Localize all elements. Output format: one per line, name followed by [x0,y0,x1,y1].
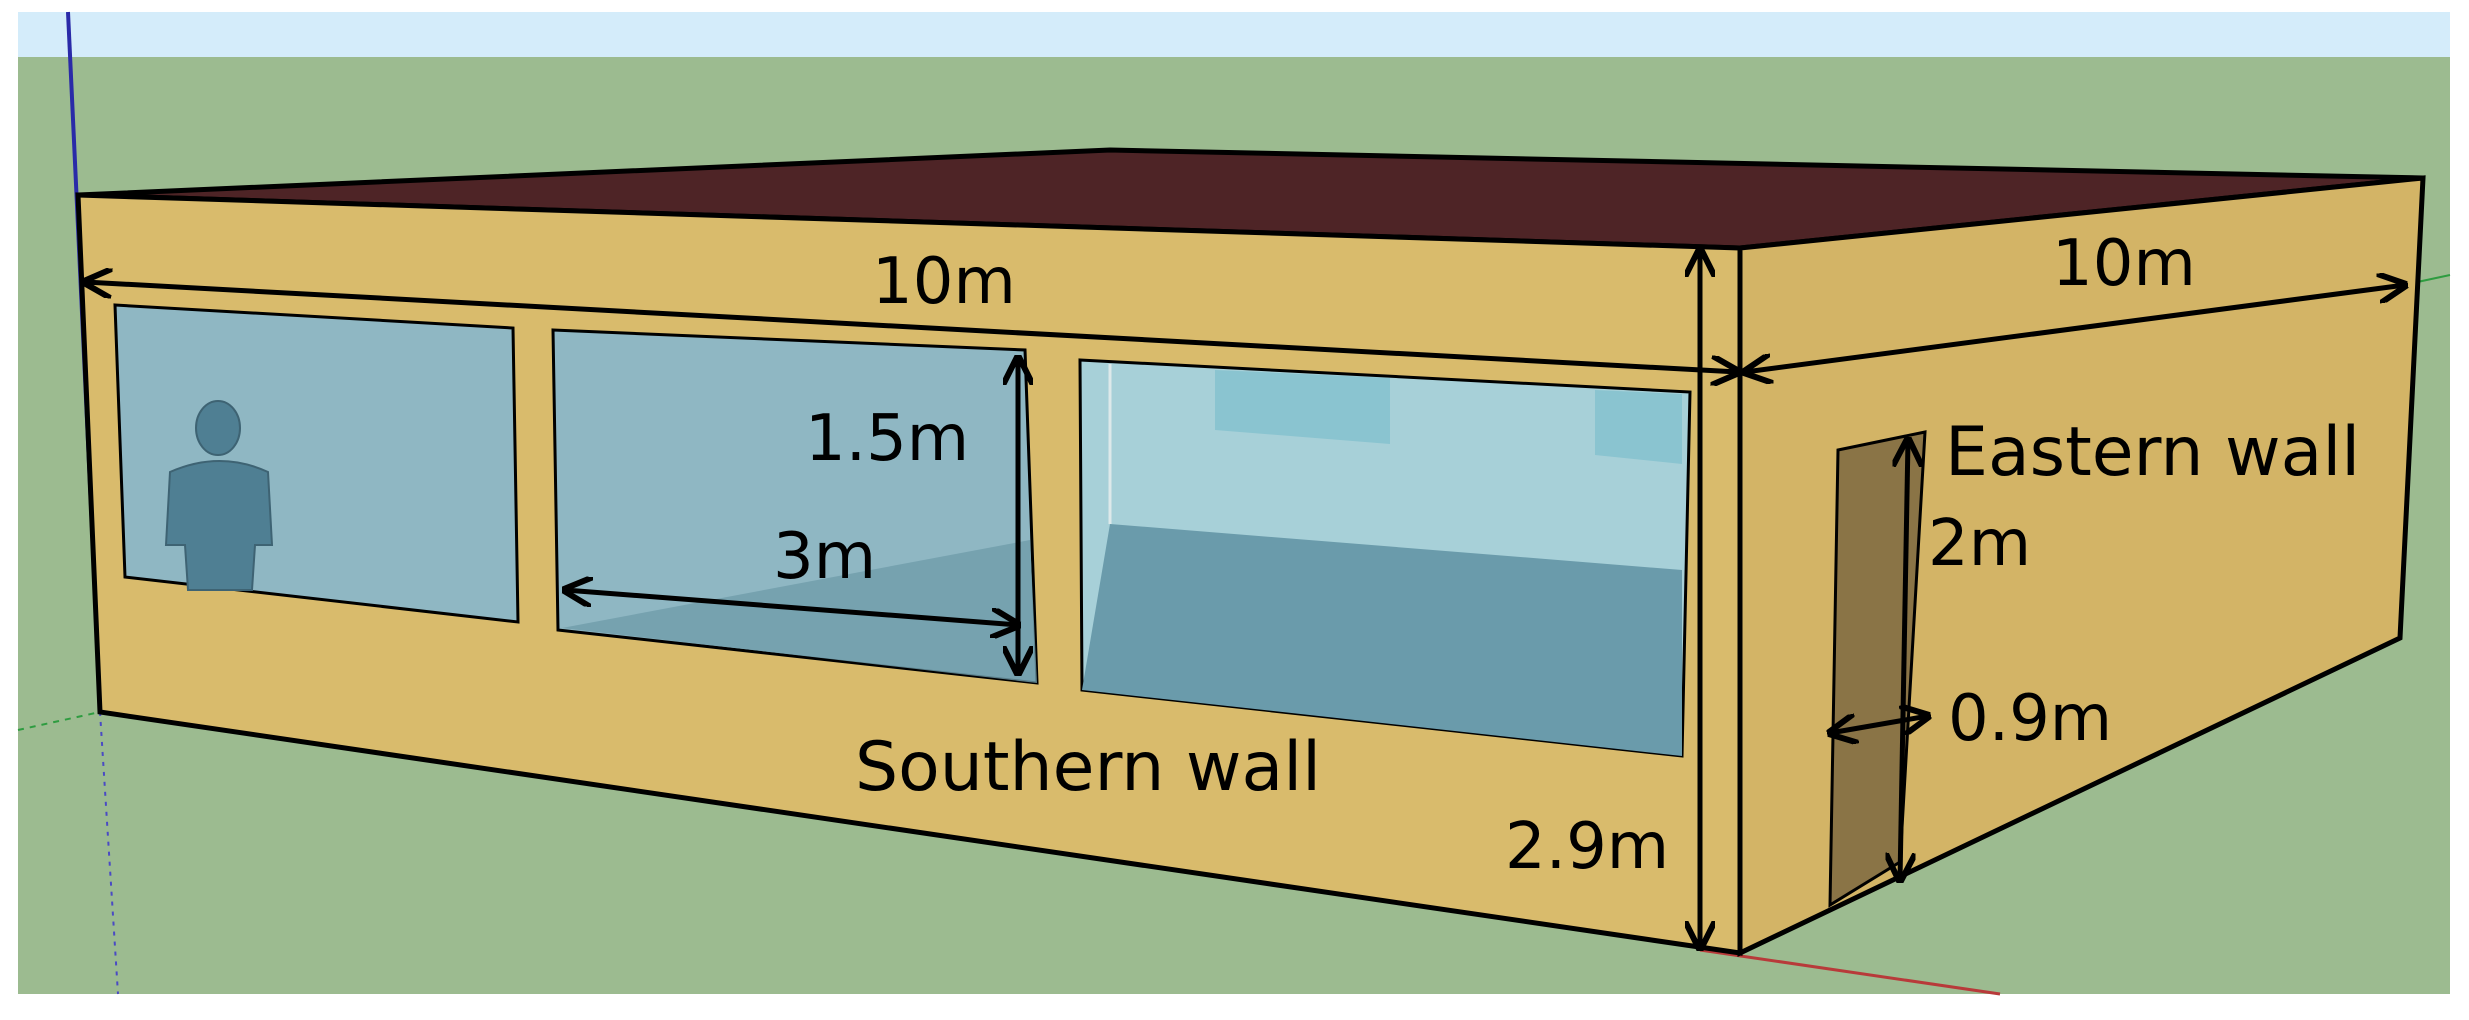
window-width-arrow [565,590,1018,625]
window-3-ceiling-panel-2 [1595,390,1682,464]
south-length-arrow [85,282,1738,372]
southern-wall-label: Southern wall [855,728,1321,807]
green-axis-dotted [17,711,101,731]
east-length-arrow [1745,285,2405,372]
blue-axis-dotted [99,711,119,995]
window-1 [113,303,520,624]
window-3-floor [1082,524,1682,756]
eastern-wall-label: Eastern wall [1945,413,2360,492]
door-width-label: 0.9m [1948,682,2112,756]
door-height-arrow [1900,440,1908,880]
window-width-label: 3m [773,520,876,594]
window-3-ceiling-panel-1 [1215,370,1390,444]
south-length-label: 10m [872,245,1016,319]
door-height-label: 2m [1928,507,2031,581]
door-width-arrow [1830,716,1928,733]
wall-height-label: 2.9m [1505,810,1669,884]
red-axis [1699,948,2001,996]
window-height-label: 1.5m [805,402,969,476]
east-length-label: 10m [2052,227,2196,301]
person-figure [164,400,274,591]
sky [18,12,2450,57]
